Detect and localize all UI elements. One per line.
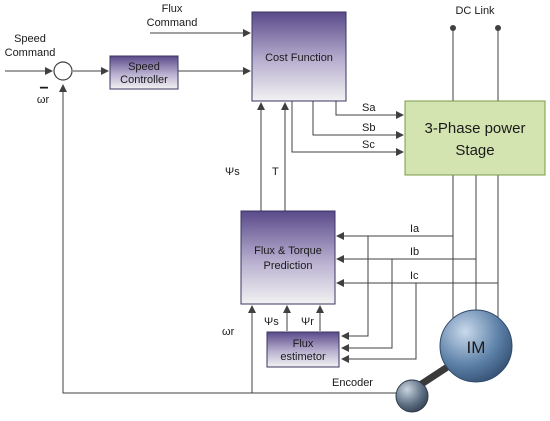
- flux-torque-prediction-block: Flux & Torque Prediction: [240, 210, 336, 305]
- encoder-disc: [395, 379, 429, 413]
- speed-feedback-line: [59, 84, 396, 394]
- ia-estimator-line: [341, 236, 369, 340]
- flux-torque-label-1: Flux & Torque: [254, 245, 322, 257]
- flux-estimator-label-2: estimetor: [280, 351, 326, 363]
- speed-command-label-2: Command: [5, 47, 56, 59]
- ic-label: Ic: [410, 270, 419, 282]
- omega-r-lower-label: ωr: [222, 326, 235, 338]
- psi-s-upper-label: Ψs: [225, 166, 240, 178]
- cost-function-block: Cost Function: [251, 11, 347, 102]
- sc-label: Sc: [362, 139, 375, 151]
- sb-label: Sb: [362, 122, 375, 134]
- encoder-label: Encoder: [332, 377, 373, 389]
- signal-lines: [5, 28, 499, 394]
- flux-estimator-block: Flux estimetor: [266, 331, 340, 368]
- speed-controller-label-1: Speed: [128, 61, 160, 73]
- sc-line: [291, 101, 404, 156]
- power-stage-label-2: Stage: [455, 142, 494, 159]
- motor-label: IM: [467, 338, 486, 357]
- psi-r-lower-label: Ψr: [301, 316, 314, 328]
- flux-command-label-2: Command: [147, 17, 198, 29]
- ib-estimator-line: [341, 259, 393, 352]
- omega-r-feedback-label: ωr: [37, 94, 50, 106]
- dc-link-terminal-negative: [495, 25, 501, 31]
- psi-s-lower-label: Ψs: [264, 316, 279, 328]
- speed-command-label-1: Speed: [14, 33, 46, 45]
- sa-label: Sa: [362, 102, 376, 114]
- flux-estimator-label-1: Flux: [293, 338, 314, 350]
- induction-motor: IM: [439, 309, 513, 383]
- dc-link-terminal-positive: [450, 25, 456, 31]
- sa-line: [335, 101, 404, 119]
- speed-controller-block: Speed Controller: [109, 55, 179, 90]
- sb-line: [312, 101, 404, 139]
- dc-link-label: DC Link: [455, 5, 495, 17]
- minus-sign: −: [39, 80, 48, 97]
- ia-label: Ia: [410, 223, 420, 235]
- summing-junction: [53, 61, 73, 81]
- cost-function-label: Cost Function: [265, 52, 333, 64]
- flux-torque-label-2: Prediction: [264, 260, 313, 272]
- t-upper-label: T: [272, 166, 279, 178]
- ic-estimator-line: [341, 283, 417, 363]
- ib-label: Ib: [410, 246, 419, 258]
- power-stage-block: 3-Phase power Stage: [404, 100, 546, 176]
- power-stage-label-1: 3-Phase power: [425, 120, 526, 137]
- flux-command-label-1: Flux: [162, 3, 183, 15]
- speed-controller-label-2: Controller: [120, 74, 168, 86]
